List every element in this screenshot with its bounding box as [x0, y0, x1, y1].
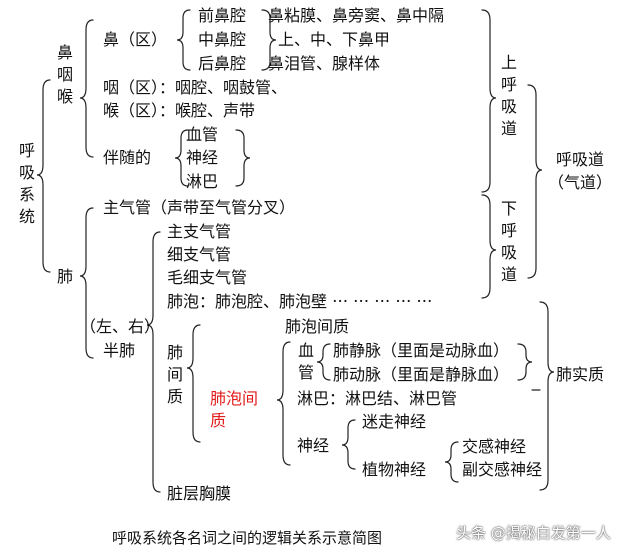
nerve2-label: 神经	[297, 436, 330, 455]
lymph-line: 淋巴：淋巴结、淋巴管	[297, 389, 458, 408]
nasal-brace	[261, 9, 277, 71]
anterior-nasal: 前鼻腔	[198, 6, 247, 25]
interstitium-label: 肺间质	[166, 343, 183, 406]
posterior-nasal: 后鼻腔	[198, 54, 247, 73]
main-bronchus: 主支气管	[167, 222, 232, 241]
watermark: 头条 @揭秘白发第一人	[456, 524, 611, 542]
nph-brace	[79, 19, 94, 158]
autonomic-nerve: 植物神经	[362, 460, 427, 479]
capillary-bronchus: 毛细支气管	[167, 268, 248, 287]
sympathetic-nerve: 交感神经	[462, 437, 527, 456]
root-label: 呼吸系统	[18, 141, 35, 226]
half-lung-brace	[146, 231, 161, 493]
resp-tract-label: 呼吸道	[556, 150, 605, 169]
visceral-pleura: 脏层胸膜	[167, 484, 232, 503]
nasal-line1: 鼻粘膜、鼻旁窦、鼻中隔	[268, 6, 445, 25]
nose-brace	[176, 9, 191, 71]
parenchyma-label: 肺实质	[556, 365, 605, 384]
parenchyma-upper-brace	[539, 301, 555, 491]
nasal-line3: 鼻泪管、腺样体	[268, 54, 381, 73]
nerve-brace	[341, 419, 356, 470]
vagus-nerve: 迷走神经	[362, 412, 427, 431]
lower-resp-brace	[481, 194, 497, 299]
main-trachea: 主气管（声带至气管分叉）	[103, 198, 296, 217]
vessel-right-brace	[517, 343, 533, 381]
autonomic-brace	[444, 441, 459, 483]
alveolar-interstitium: 肺泡间质	[285, 317, 350, 336]
root-brace	[36, 79, 51, 273]
fine-bronchus: 细支气管	[167, 245, 232, 264]
larynx-region: 喉（区）：喉腔、声带	[103, 101, 256, 120]
blood-vessel: 血管	[186, 125, 219, 144]
vessel-vertical: 血管	[297, 341, 314, 382]
upper-resp-brace	[481, 9, 497, 193]
accompanying-label: 伴随的	[103, 148, 152, 167]
lymph: 淋巴	[186, 172, 219, 191]
interstitium-brace	[186, 324, 201, 443]
pulmonary-vein: 肺静脉（里面是动脉血）	[333, 341, 510, 360]
half-lung-label: 半肺	[103, 341, 136, 360]
caption: 呼吸系统各名词之间的逻辑关系示意简图	[112, 529, 383, 547]
pulmonary-artery: 肺动脉（里面是静脉血）	[333, 365, 510, 384]
left-right-label: （左、右）	[80, 317, 161, 336]
nph-label: 鼻咽喉	[56, 43, 73, 106]
lung-brace	[79, 207, 94, 359]
alveolar-interstitium-red: 肺泡间质	[210, 389, 259, 430]
lung-label: 肺	[56, 267, 73, 286]
parasympathetic-nerve: 副交感神经	[462, 460, 543, 479]
pharynx-region: 咽（区）：咽腔、咽鼓管、	[103, 78, 288, 97]
lower-resp-label: 下呼吸道	[500, 199, 517, 284]
nerve: 神经	[186, 148, 219, 167]
middle-nasal: 中鼻腔	[198, 30, 247, 49]
accomp-brace	[174, 129, 189, 187]
nasal-line2: 上、中、下鼻甲	[278, 30, 391, 49]
nose-region-label: 鼻（区）	[103, 30, 168, 49]
upper-resp-label: 上呼吸道	[500, 53, 517, 138]
vessel-brace	[316, 343, 331, 381]
airway-label: （气道）	[548, 173, 613, 192]
accomp-right-brace	[235, 129, 251, 187]
alveolar-brace	[276, 341, 291, 466]
alveoli: 肺泡：肺泡腔、肺泡壁 ⋯ ⋯ ⋯ ⋯ ⋯	[167, 292, 433, 311]
resp-tract-brace	[527, 84, 543, 279]
